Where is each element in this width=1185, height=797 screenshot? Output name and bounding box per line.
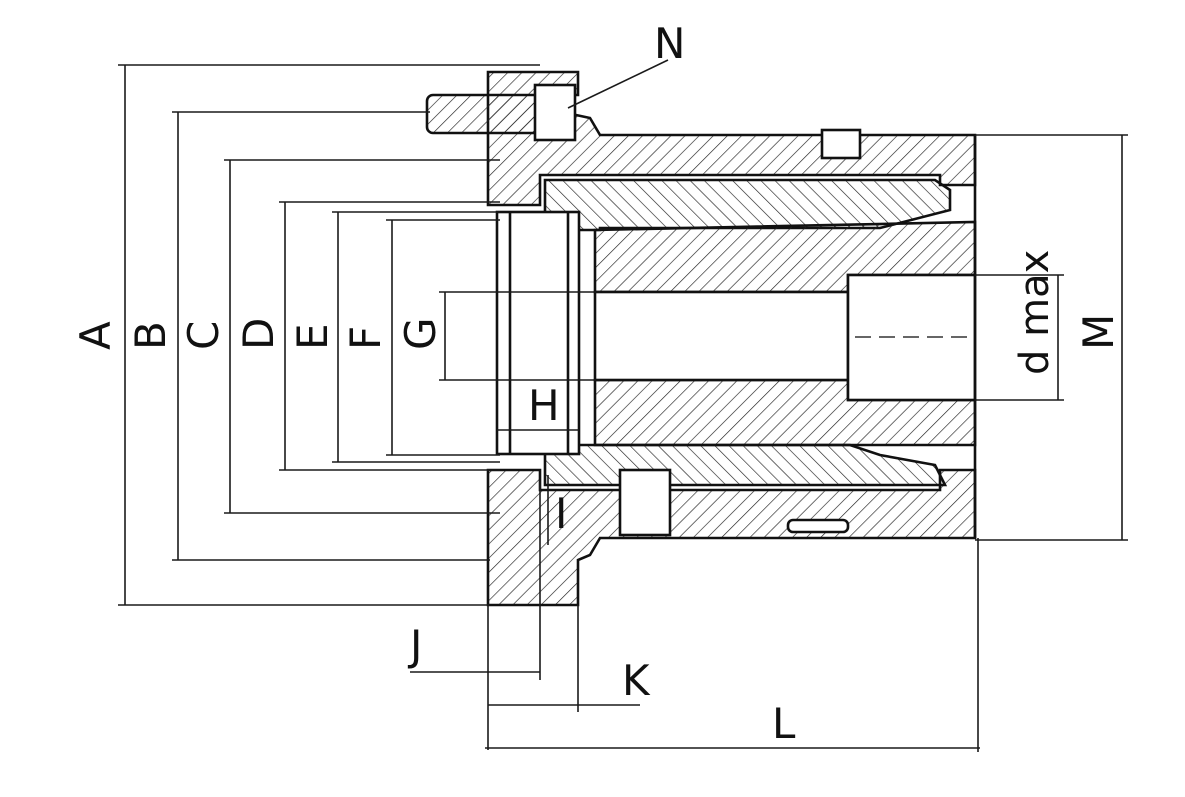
part-cross-section — [425, 70, 977, 607]
label-f: F — [341, 326, 390, 350]
label-j: J — [407, 621, 422, 670]
sleeve-lower — [543, 443, 948, 487]
label-dmax: d max — [1012, 250, 1058, 375]
label-d: D — [234, 318, 283, 350]
screw-n — [533, 83, 577, 142]
sleeve-upper — [543, 178, 952, 232]
label-h: H — [528, 381, 560, 430]
label-k: K — [622, 656, 651, 705]
handle-lever — [425, 93, 549, 135]
label-b: B — [126, 321, 175, 350]
label-n: N — [654, 19, 685, 68]
label-g: G — [396, 317, 445, 350]
label-a: A — [71, 321, 120, 350]
label-l: L — [772, 699, 796, 748]
label-i: I — [555, 489, 567, 538]
dimension-lines — [118, 59, 1128, 752]
bore — [593, 290, 850, 382]
key-bottom — [786, 518, 850, 534]
label-c: C — [179, 321, 228, 350]
label-m: M — [1074, 314, 1123, 350]
pin-top — [820, 128, 862, 160]
pin-bottom — [618, 468, 672, 537]
label-e: E — [288, 323, 337, 350]
dimension-labels: A B C D E F G H I J K L M N d max — [71, 19, 1123, 748]
